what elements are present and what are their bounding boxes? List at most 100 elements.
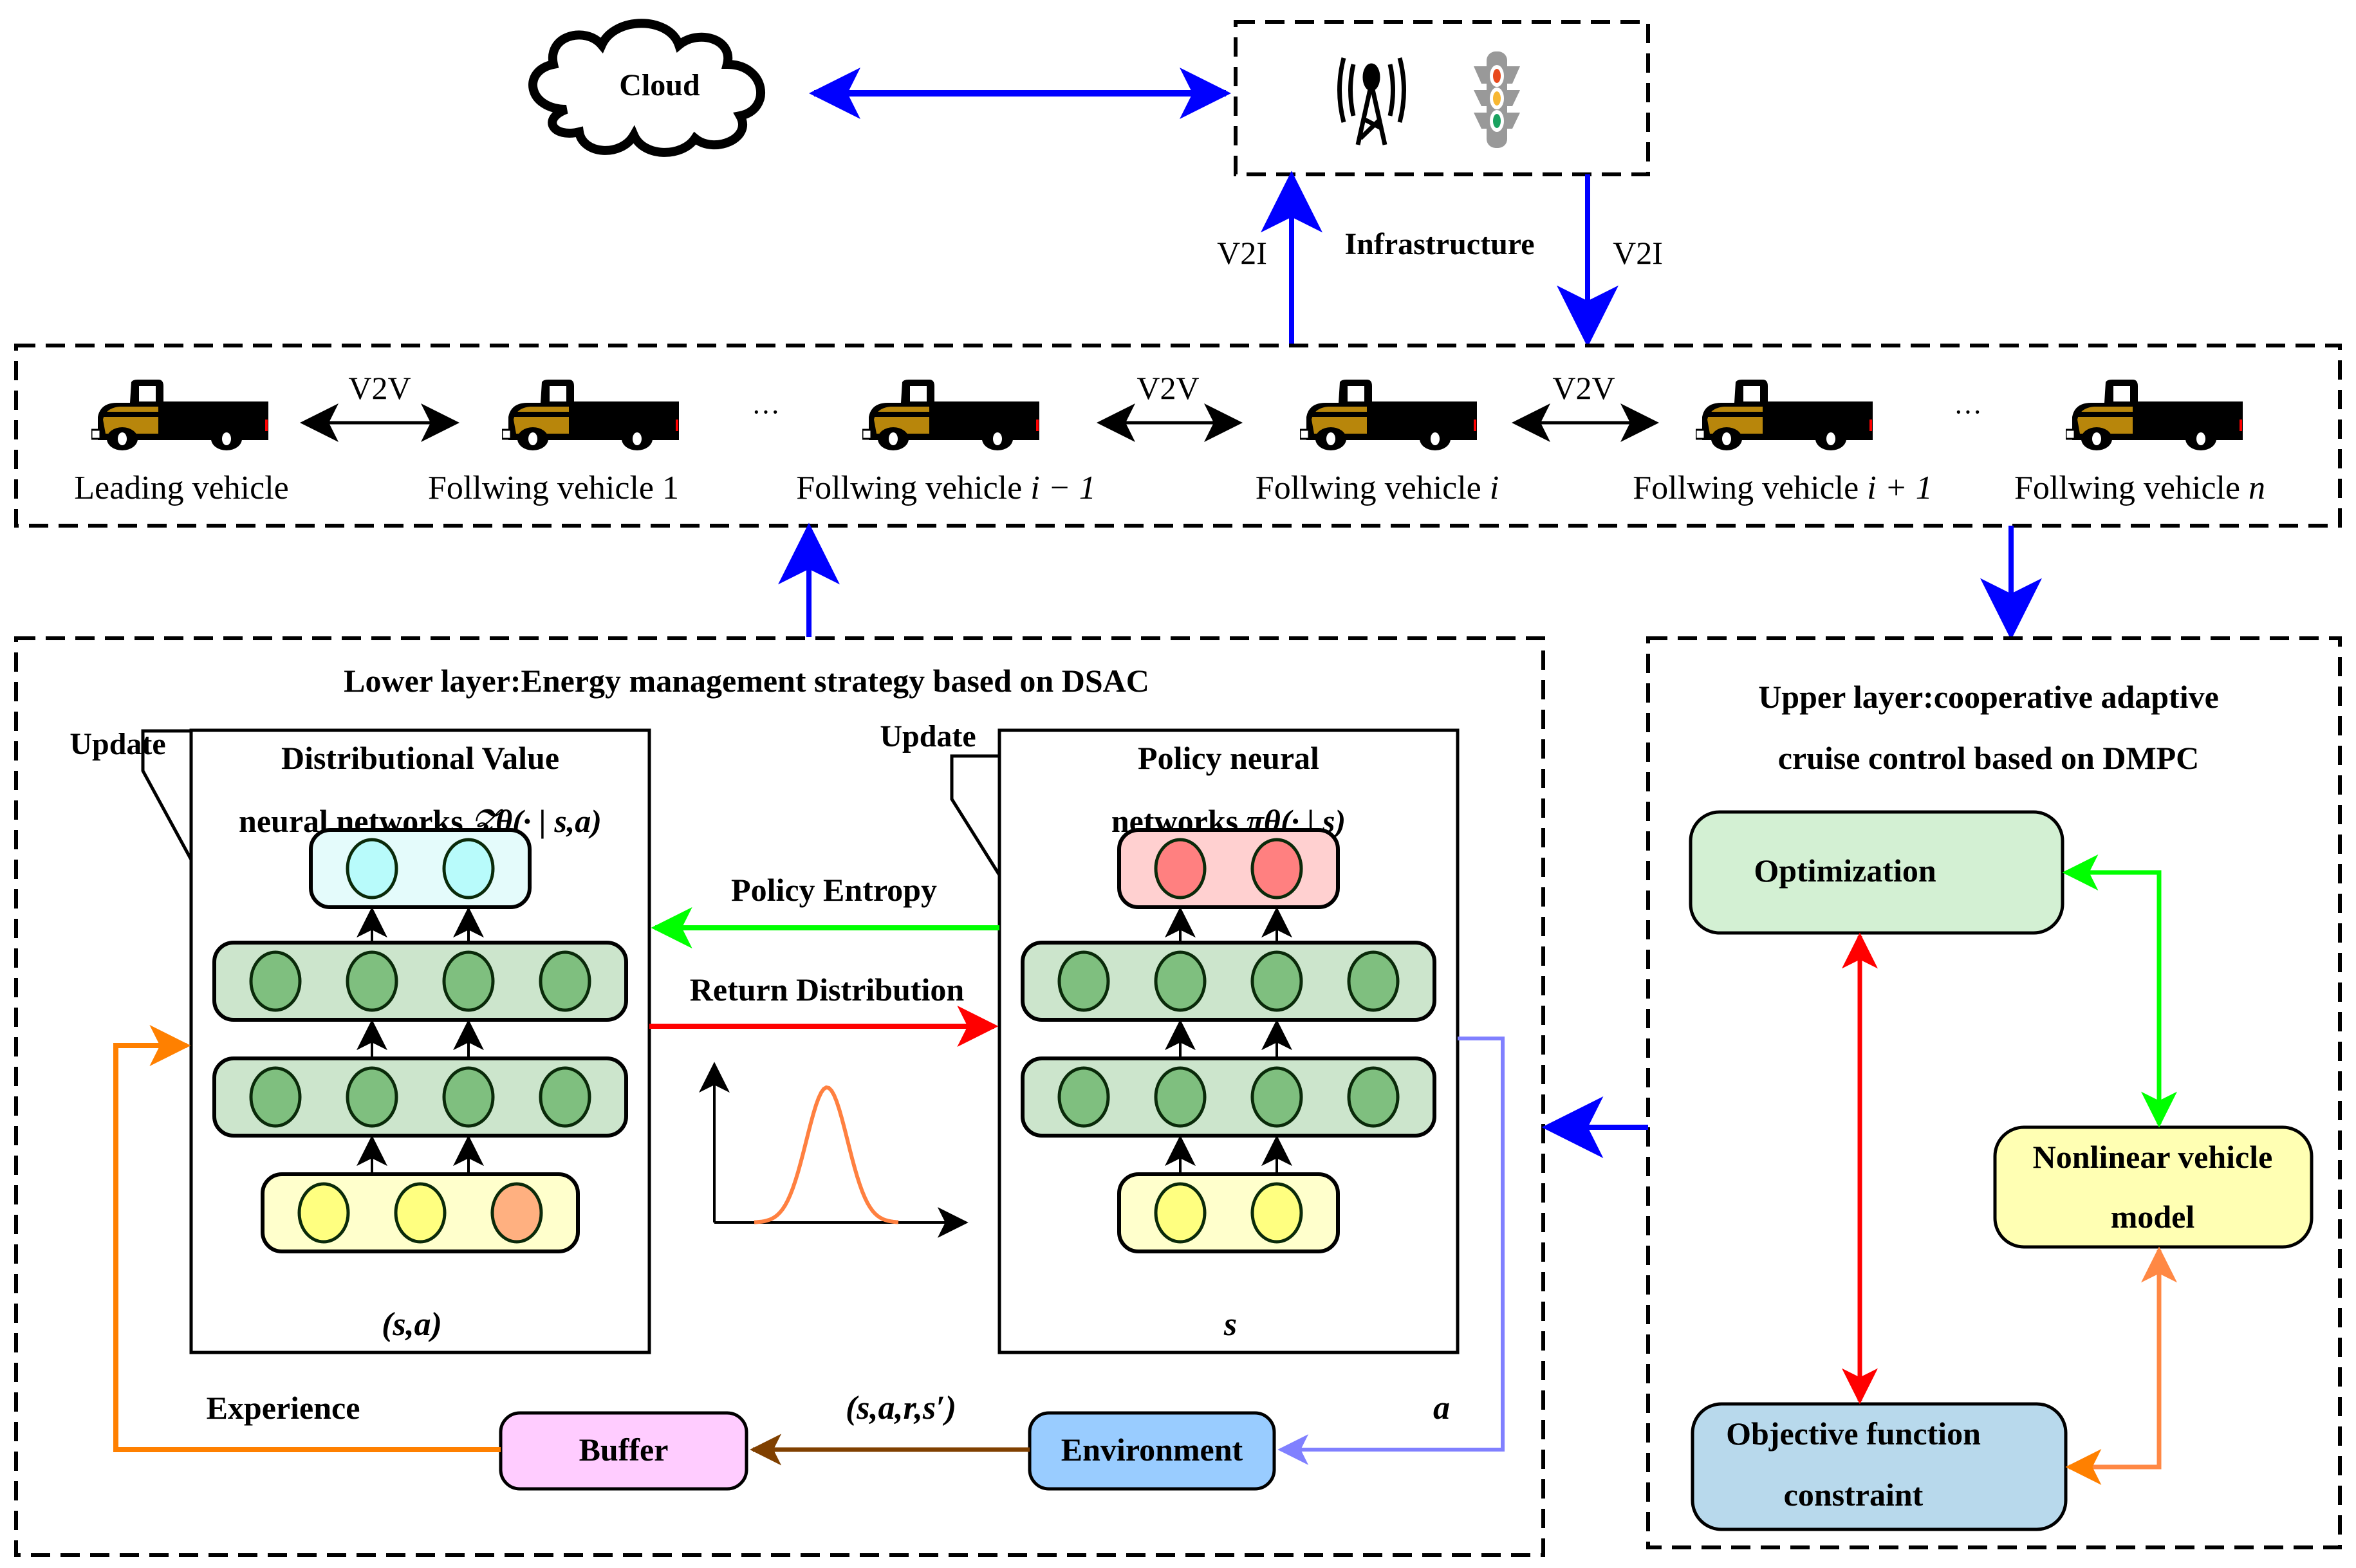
- hidden-layer: [212, 1056, 628, 1138]
- transition-label: (s,a,r,s′): [846, 1390, 956, 1426]
- truck-icon: [2066, 380, 2244, 450]
- objective-label-2: constraint: [1784, 1477, 1924, 1513]
- hidden-layer: [212, 941, 628, 1022]
- infrastructure-box: [1234, 20, 1650, 176]
- vehicle-label: Leading vehicle: [74, 470, 289, 506]
- vehicle-label: Follwing vehicle i + 1: [1633, 470, 1933, 506]
- vehicle-label-text: Follwing vehicle 1: [428, 470, 679, 506]
- platoon-ellipsis-1: ···: [752, 396, 780, 428]
- experience-arrow: [113, 1025, 501, 1452]
- hidden-layer-box: [212, 941, 628, 1022]
- policy-entropy-label: Policy Entropy: [731, 872, 937, 908]
- hidden-node: [1347, 950, 1400, 1012]
- vehicle-label: Follwing vehicle 1: [428, 470, 679, 506]
- vehicle-label-text: Follwing vehicle: [1633, 470, 1867, 506]
- hidden-node: [346, 1066, 398, 1128]
- environment-block: Environment: [1028, 1411, 1276, 1491]
- vehicle-label-math: n: [2249, 470, 2265, 506]
- hidden-node: [539, 1066, 591, 1128]
- vehicle-model-block: Nonlinear vehicle model: [1993, 1125, 2314, 1249]
- input-node: [1154, 1182, 1207, 1244]
- policy-update-bracket-line: [950, 754, 1001, 876]
- output-node: [442, 838, 495, 899]
- vehicle-label-text: Follwing vehicle: [2014, 470, 2249, 506]
- hidden-node: [346, 950, 398, 1012]
- vehicle-label: Follwing vehicle i: [1256, 470, 1499, 506]
- truck-icon: [862, 380, 1041, 450]
- optimization-model-arrow: [2062, 854, 2177, 1128]
- truck-icon: [1696, 380, 1874, 450]
- input-node: [490, 1182, 543, 1244]
- output-node: [1154, 838, 1207, 899]
- v2v-label-1: V2V: [348, 370, 411, 406]
- policy-update-label: Update: [880, 719, 976, 753]
- vehicle-label: Follwing vehicle n: [2014, 470, 2265, 506]
- input-layer-box: [1117, 1172, 1340, 1253]
- hidden-layer-box: [1021, 941, 1436, 1022]
- hidden-node: [249, 1066, 302, 1128]
- output-node: [1250, 838, 1303, 899]
- hidden-node: [1154, 950, 1207, 1012]
- upper-layer-title-2: cruise control based on DMPC: [1778, 740, 2200, 776]
- environment-label: Environment: [1061, 1432, 1243, 1468]
- policy-network: Update Policy neural networks πθ(· | s) …: [880, 719, 1460, 1354]
- action-label: a: [1433, 1390, 1450, 1426]
- experience-label: Experience: [207, 1390, 360, 1426]
- truck-icon: [91, 380, 270, 450]
- hidden-node: [442, 1066, 495, 1128]
- buffer-label: Buffer: [579, 1432, 669, 1468]
- value-input-label: (s,a): [382, 1306, 442, 1343]
- distribution-curve: [754, 1085, 899, 1224]
- cloud-icon: [528, 19, 765, 157]
- policy-input-label: s: [1223, 1306, 1237, 1343]
- platoon-vehicles: Leading vehicle Follwing vehicle 1 Follwin…: [74, 380, 2265, 506]
- objective-model-arrow: [2065, 1246, 2177, 1485]
- return-distribution-label: Return Distribution: [690, 972, 965, 1008]
- truck-icon: [502, 380, 680, 450]
- hidden-layer-box: [212, 1056, 628, 1138]
- vehicle-label: Follwing vehicle i − 1: [796, 470, 1096, 506]
- vehicle-label-math: i + 1: [1867, 470, 1933, 506]
- hidden-node: [1057, 950, 1110, 1012]
- input-node: [297, 1182, 350, 1244]
- vehicle-0: Leading vehicle: [74, 380, 289, 506]
- hidden-node: [1057, 1066, 1110, 1128]
- v2i-down-label: V2I: [1613, 235, 1663, 271]
- optimization-block: Optimization: [1689, 810, 2064, 935]
- buffer-block: Buffer: [499, 1411, 748, 1491]
- truck-icon: [1300, 380, 1478, 450]
- output-layer-box: [1117, 828, 1340, 909]
- input-node: [1250, 1182, 1303, 1244]
- hidden-node: [1250, 950, 1303, 1012]
- vehicle-label-text: Follwing vehicle: [1256, 470, 1490, 506]
- hidden-layer: [1021, 941, 1436, 1022]
- objective-label-1: Objective function: [1726, 1416, 1981, 1452]
- v2i-up-label: V2I: [1217, 235, 1267, 271]
- input-node: [394, 1182, 447, 1244]
- output-layer-box: [309, 828, 532, 909]
- objective-block: Objective function constraint: [1691, 1402, 2068, 1531]
- vehicle-2: Follwing vehicle i − 1: [796, 380, 1096, 506]
- hidden-node: [442, 950, 495, 1012]
- v2v-label-3: V2V: [1552, 370, 1615, 406]
- vehicle-3: Follwing vehicle i: [1256, 380, 1499, 506]
- value-network-title-1: Distributional Value: [281, 740, 559, 776]
- vehicle-4: Follwing vehicle i + 1: [1633, 380, 1933, 506]
- value-update-label: Update: [70, 727, 165, 761]
- hidden-node: [539, 950, 591, 1012]
- vehicle-1: Follwing vehicle 1: [428, 380, 680, 506]
- vehicle-model-label-1: Nonlinear vehicle: [2033, 1139, 2273, 1175]
- traffic-light-icon: [1474, 51, 1520, 148]
- value-network: Update Distributional Value neural netwo…: [70, 727, 651, 1354]
- cloud: Cloud: [528, 19, 765, 157]
- policy-network-layers: [1021, 828, 1436, 1253]
- policy-network-title-1: Policy neural: [1138, 740, 1319, 776]
- vehicle-model-label-2: model: [2111, 1199, 2195, 1235]
- vehicle-label-math: i − 1: [1030, 470, 1096, 506]
- hidden-layer: [1021, 1056, 1436, 1138]
- output-node: [346, 838, 398, 899]
- output-layer: [1117, 828, 1340, 909]
- input-layer: [261, 1172, 580, 1253]
- value-network-layers: [212, 828, 628, 1253]
- vehicle-5: Follwing vehicle n: [2014, 380, 2265, 506]
